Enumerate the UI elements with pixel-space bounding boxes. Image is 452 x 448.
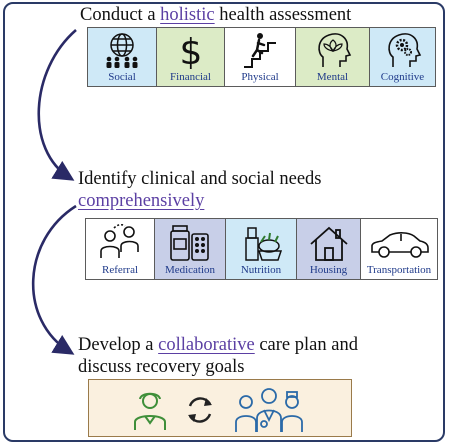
svg-text:$: $ [179,32,202,69]
assessment-financial: $ Financial [155,27,226,87]
assessment-label: Social [108,71,136,83]
groceries-icon [245,227,283,261]
assessment-physical: Physical [224,27,296,87]
diagram-frame [3,2,445,442]
arrow-step1-to-step2 [37,29,77,181]
house-icon [309,226,348,261]
assessment-cognitive: Cognitive [369,27,436,87]
needs-referral: Referral [85,218,155,280]
needs-label: Nutrition [240,264,282,276]
needs-label: Transportation [366,264,432,276]
assessment-label: Financial [170,71,211,83]
care-plan-box [88,379,352,437]
assessment-social: Social [87,27,157,87]
assessment-label: Mental [316,71,349,83]
stairs-climber-icon [244,33,276,68]
assessment-row: Social $ Financial Physical Mental Cogni… [87,27,436,87]
needs-housing: Housing [295,218,362,280]
dollar-icon: $ [179,32,202,69]
patient-icon [134,392,166,430]
needs-label: Housing [309,264,348,276]
needs-transportation: Transportation [360,218,438,280]
assessment-label: Cognitive [380,71,425,83]
needs-label: Medication [164,264,216,276]
head-lotus-icon [317,33,351,67]
needs-row: Referral Medication N [85,218,438,280]
needs-medication: Medication [153,218,227,280]
step1-heading: Conduct a holistic health assessment [80,5,352,25]
assessment-label: Physical [241,71,279,83]
step2-heading: Identify clinical and social needs compr… [78,169,322,211]
step2-keyword: comprehensively [78,191,205,211]
step3-keyword: collaborative [158,335,255,355]
care-team-icon [235,388,303,432]
step1-keyword: holistic [160,5,215,25]
needs-label: Referral [101,264,139,276]
medication-icon [170,225,209,261]
assessment-mental: Mental [294,27,371,87]
step3-heading: Develop a collaborative care plan and di… [78,335,358,377]
arrow-step2-to-step3 [31,204,77,355]
cycle-arrows-icon [188,397,212,423]
needs-nutrition: Nutrition [225,218,297,280]
head-gears-icon [387,33,421,67]
globe-people-icon [106,33,138,68]
car-icon [371,232,429,258]
referral-people-icon [100,224,139,258]
